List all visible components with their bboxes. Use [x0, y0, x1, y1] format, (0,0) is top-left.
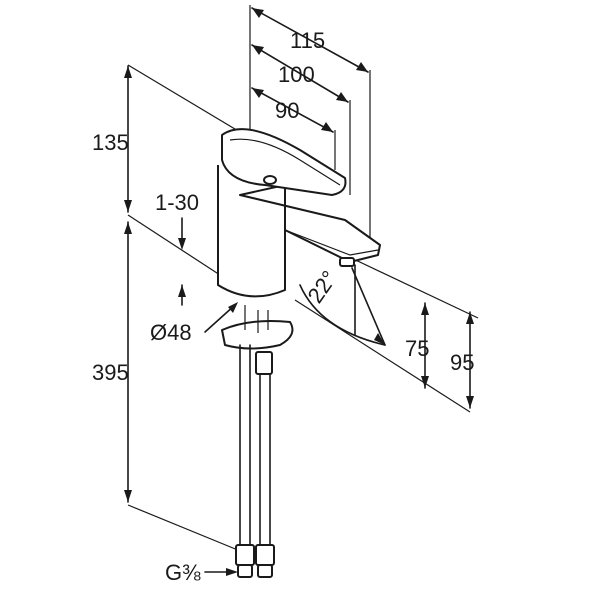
thread-leader — [204, 568, 238, 576]
label-100: 100 — [278, 62, 315, 87]
dimension-diameter-48 — [204, 302, 238, 333]
dimension-115 — [251, 7, 369, 73]
dimension-1-30 — [178, 217, 186, 306]
dimension-90 — [251, 87, 334, 133]
dimension-135 — [124, 65, 132, 213]
mounting-base — [221, 305, 294, 375]
label-395: 395 — [92, 360, 129, 385]
label-diameter-48: Ø48 — [150, 320, 192, 345]
label-75: 75 — [405, 336, 429, 361]
faucet-body — [217, 165, 381, 298]
dimension-75 — [421, 302, 429, 389]
label-thread-g38: G⅜ — [165, 560, 201, 585]
label-90: 90 — [275, 98, 299, 123]
label-1-30: 1-30 — [155, 190, 199, 215]
label-135: 135 — [92, 130, 129, 155]
label-angle-22: 22° — [302, 266, 342, 308]
label-115: 115 — [290, 28, 325, 53]
label-95: 95 — [450, 350, 474, 375]
dimension-395 — [124, 221, 132, 503]
dimension-95 — [466, 311, 474, 409]
faucet-lever — [221, 128, 347, 196]
dimension-100 — [251, 44, 349, 103]
supply-hoses — [235, 344, 275, 578]
dimension-angle-22 — [299, 264, 386, 346]
extension-lines — [127, 5, 479, 556]
